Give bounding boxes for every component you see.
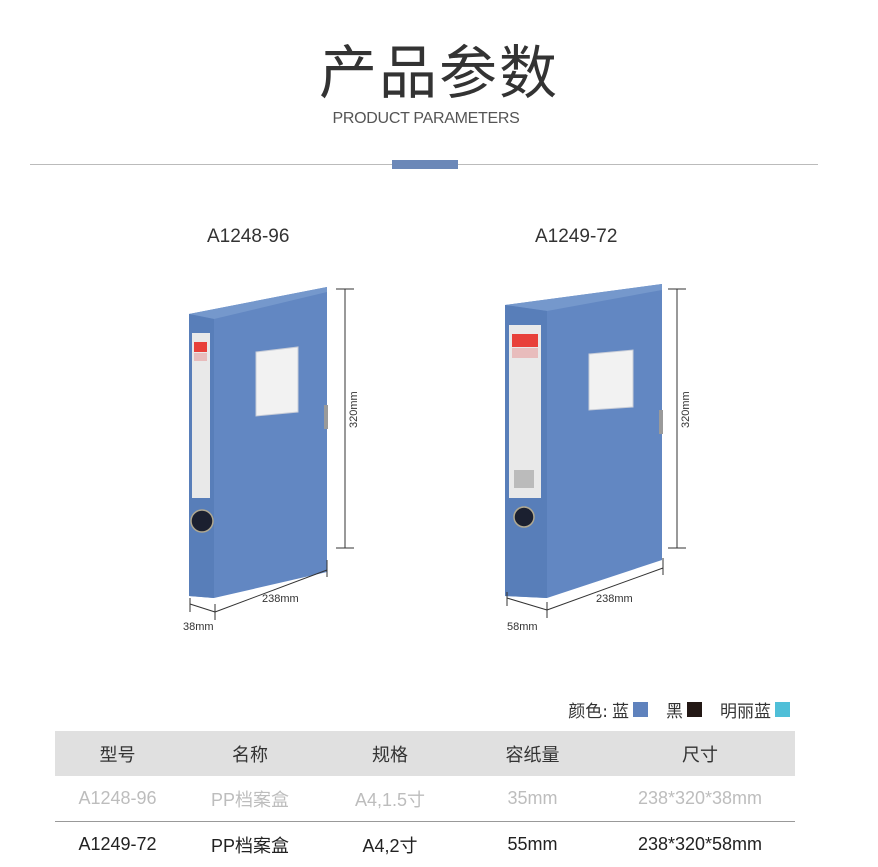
- cell-model: A1249-72: [78, 834, 157, 854]
- dimension-lines-2: [506, 288, 686, 618]
- depth-label-1: 38mm: [183, 621, 214, 633]
- product-model-1: A1248-96: [207, 226, 290, 247]
- color-swatch-bright-blue: [775, 702, 790, 717]
- cell-spec: A4,1.5寸: [354, 789, 426, 810]
- depth-label-2: 58mm: [507, 621, 538, 633]
- cell-capacity: 35mm: [507, 788, 558, 808]
- color-swatch-blue: [633, 702, 648, 717]
- cell-name: PP档案盒: [210, 789, 289, 810]
- color-label: 颜色:: [568, 702, 608, 722]
- header-spec: 规格: [372, 744, 408, 766]
- cell-model: A1248-96: [78, 788, 157, 808]
- table-row: A1249-72 PP档案盒 A4,2寸 55mm 238*320*58mm: [55, 822, 795, 867]
- page-subtitle: PRODUCT PARAMETERS: [332, 110, 520, 127]
- cell-name: PP档案盒: [210, 835, 289, 856]
- spec-table: 型号 名称 规格 容纸量 尺寸 A1248-96 PP档案盒 A4,1.5寸 3…: [55, 731, 795, 867]
- height-label-2: 320mm: [680, 391, 692, 428]
- color-options: 颜色: 蓝 黑 明丽蓝: [568, 697, 790, 722]
- height-label-1: 320mm: [348, 391, 360, 428]
- product-model-2: A1249-72: [535, 226, 618, 247]
- header-model: 型号: [99, 744, 136, 766]
- cell-capacity: 55mm: [507, 834, 558, 854]
- product-illustrations: 320mm 238mm 38mm 320mm 238mm 58mm: [183, 284, 692, 633]
- table-header: 型号 名称 规格 容纸量 尺寸: [55, 731, 795, 776]
- page-title: 产品参数: [318, 39, 559, 107]
- width-label-1: 238mm: [262, 593, 299, 605]
- binder-1-image: [189, 287, 328, 598]
- color-name-blue: 蓝: [612, 702, 629, 722]
- cell-size: 238*320*38mm: [637, 788, 763, 808]
- color-name-black: 黑: [666, 702, 683, 722]
- cell-size: 238*320*58mm: [637, 834, 763, 854]
- binder-2-image: [505, 284, 663, 598]
- table-row: A1248-96 PP档案盒 A4,1.5寸 35mm 238*320*38mm: [55, 776, 795, 822]
- header-name: 名称: [232, 744, 268, 766]
- width-label-2: 238mm: [596, 593, 633, 605]
- header-capacity: 容纸量: [505, 744, 560, 766]
- color-swatch-black: [687, 702, 702, 717]
- color-name-bright-blue: 明丽蓝: [720, 702, 771, 722]
- dimension-lines-1: [189, 288, 354, 620]
- divider-accent: [392, 160, 458, 169]
- cell-spec: A4,2寸: [362, 835, 418, 856]
- header-size: 尺寸: [682, 744, 718, 766]
